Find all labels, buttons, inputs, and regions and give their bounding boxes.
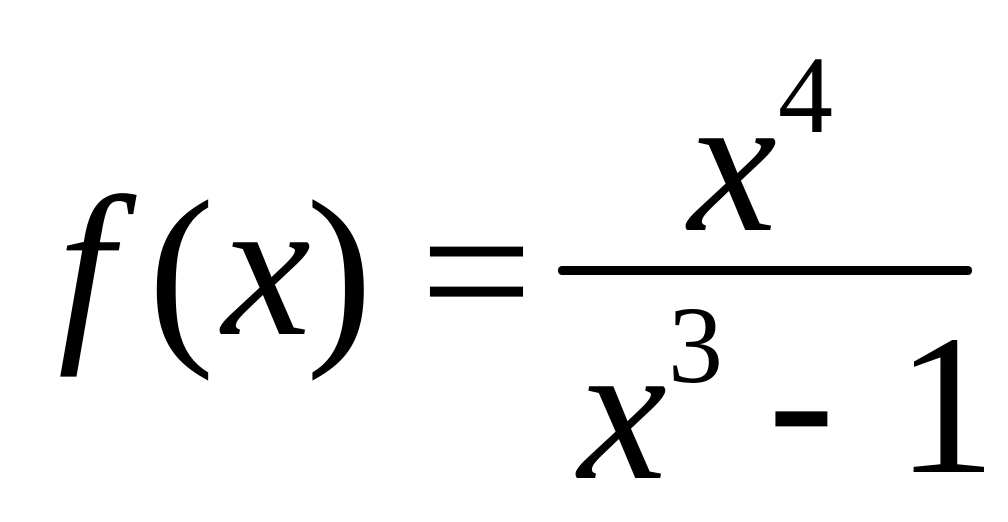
formula: f ( x ) = x 4 x 3 - 1 [58,34,996,512]
fraction-bar [558,266,972,275]
denominator-base: x [578,301,667,522]
close-paren: ) [306,161,373,382]
denominator-constant: 1 [896,295,996,516]
denominator-exponent: 3 [668,284,723,406]
numerator-base: x [688,53,777,274]
open-paren: ( [148,161,215,382]
equals-sign: = [420,161,533,382]
numerator-exponent: 4 [778,34,833,156]
minus-sign: - [768,289,835,510]
function-name: f [58,157,114,378]
function-argument: x [222,157,311,378]
